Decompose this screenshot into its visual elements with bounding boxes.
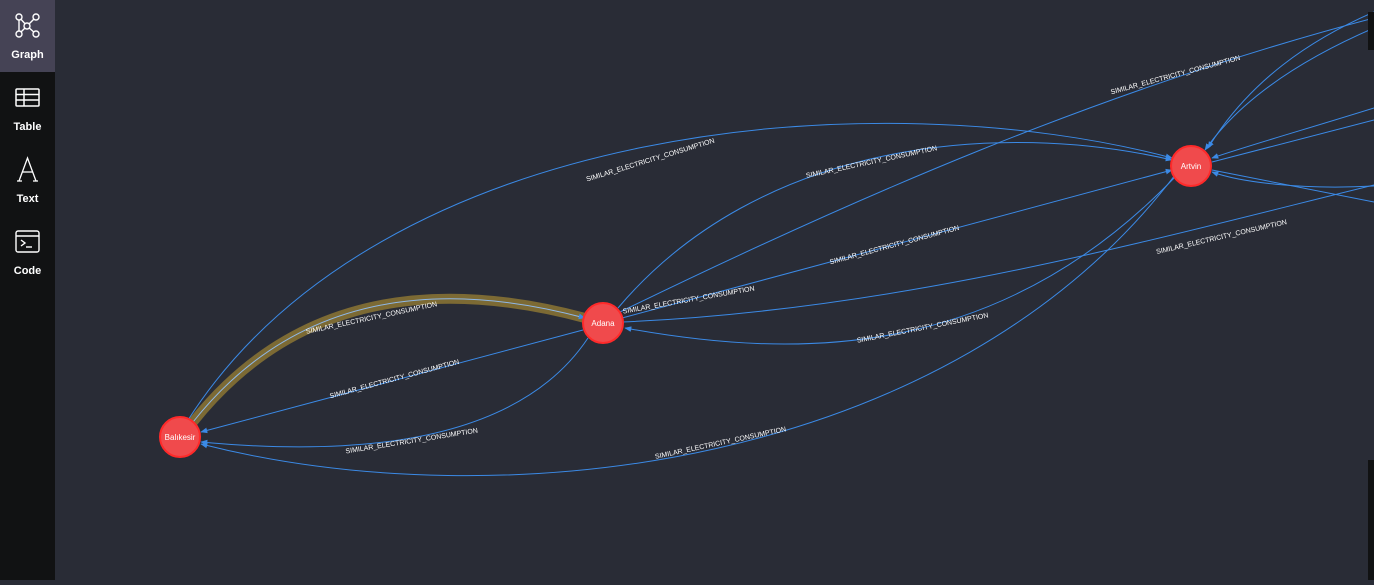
relationship-edge[interactable] [200, 329, 584, 434]
edge-label: SIMILAR_ELECTRICITY_CONSUMPTION [856, 312, 989, 344]
relationship-edge[interactable] [1211, 107, 1374, 159]
relationship-edge[interactable] [200, 337, 589, 448]
right-panel-edge [1368, 460, 1374, 580]
relationship-edge[interactable] [624, 175, 1177, 345]
node-label: Adana [591, 319, 615, 328]
relationship-edge[interactable] [200, 174, 1176, 477]
relationship-edge[interactable] [621, 168, 1173, 319]
sidebar-item-label: Code [13, 265, 42, 277]
graph-node-balikesir[interactable]: Balıkesir [159, 416, 201, 458]
relationship-edge[interactable] [1207, 11, 1374, 149]
relationship-edge[interactable] [621, 184, 1374, 323]
sidebar-item-graph[interactable]: Graph [0, 0, 55, 72]
sidebar-item-table[interactable]: Table [0, 72, 55, 144]
code-icon [14, 228, 41, 255]
relationship-edge[interactable] [1211, 119, 1374, 163]
graph-icon [14, 12, 41, 39]
relationship-edge[interactable] [187, 122, 1173, 421]
node-label: Artvin [1181, 162, 1201, 171]
relationship-edge[interactable] [617, 141, 1173, 309]
edge-label: SIMILAR_ELECTRICITY_CONSUMPTION [586, 138, 716, 184]
table-icon [14, 84, 41, 111]
right-panel-edge [1368, 12, 1374, 50]
edge-label: SIMILAR_ELECTRICITY_CONSUMPTION [806, 145, 938, 180]
edge-label: SIMILAR_ELECTRICITY_CONSUMPTION [329, 359, 460, 400]
relationship-edge[interactable] [1211, 169, 1374, 203]
edge-label: SIMILAR_ELECTRICITY_CONSUMPTION [1110, 55, 1241, 96]
sidebar-item-text[interactable]: Text [0, 144, 55, 216]
edge-label: SIMILAR_ELECTRICITY_CONSUMPTION [829, 225, 960, 266]
node-label: Balıkesir [165, 433, 196, 442]
sidebar-item-label: Graph [11, 49, 44, 61]
text-icon [14, 156, 41, 183]
relationship-edge[interactable] [1204, 27, 1374, 151]
relationship-edge[interactable] [619, 17, 1374, 313]
relationship-edge[interactable] [192, 298, 586, 423]
sidebar: Graph Table Text [0, 0, 55, 580]
sidebar-item-label: Text [16, 193, 39, 205]
sidebar-item-code[interactable]: Code [0, 216, 55, 288]
relationship-edge[interactable] [1211, 171, 1374, 188]
edge-label: SIMILAR_ELECTRICITY_CONSUMPTION [655, 426, 787, 461]
edge-label: SIMILAR_ELECTRICITY_CONSUMPTION [622, 285, 755, 315]
sidebar-item-label: Table [13, 121, 42, 133]
graph-node-adana[interactable]: Adana [582, 302, 624, 344]
graph-canvas[interactable]: SIMILAR_ELECTRICITY_CONSUMPTION SIMILAR_… [55, 0, 1374, 580]
edge-label: SIMILAR_ELECTRICITY_CONSUMPTION [1156, 219, 1288, 256]
graph-node-artvin[interactable]: Artvin [1170, 145, 1212, 187]
edge-label: SIMILAR_ELECTRICITY_CONSUMPTION [345, 428, 478, 456]
